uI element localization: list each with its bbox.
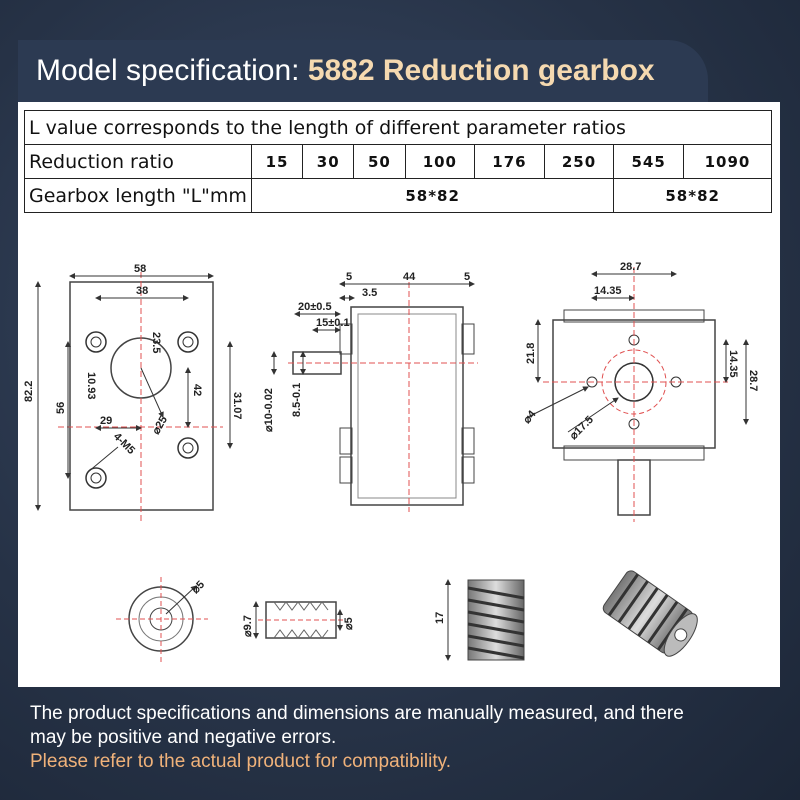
dim-label: 5 [346, 271, 352, 283]
note-line-3: Please refer to the actual product for c… [30, 751, 452, 772]
dim-label: 20±0.5 [298, 301, 332, 313]
dim-label: 5 [464, 271, 470, 283]
dim-label: 14.35 [727, 350, 739, 378]
mount-hole [177, 437, 199, 459]
note-line-2: may be positive and negative errors. [30, 727, 337, 748]
front-view [35, 272, 233, 522]
table-row: Gearbox length "L"mm 58*82 58*82 [24, 178, 772, 213]
ratio-cell: 1090 [682, 144, 773, 179]
title-prefix: Model specification: [36, 54, 308, 87]
gearbox-body [350, 306, 464, 506]
dim-label: 10.93 [85, 372, 97, 400]
dim-label: ⌀9.7 [242, 615, 254, 637]
mount-hole [85, 467, 107, 489]
dim-label: 31.07 [231, 392, 243, 420]
dim-label: ⌀5 [190, 579, 208, 597]
dim-label: ⌀4 [521, 408, 539, 426]
dim-label: 23.5 [150, 332, 162, 353]
dim-label: 14.35 [594, 285, 622, 297]
table-header: L value corresponds to the length of dif… [24, 110, 772, 145]
mount-hole [85, 331, 107, 353]
table-row: Reduction ratio 15 30 50 100 176 250 545… [24, 144, 773, 179]
dim-label: 28.7 [747, 370, 759, 391]
dim-label: 82.2 [23, 381, 35, 402]
dim-label: 15±0.1 [316, 317, 350, 329]
dim-label: ⌀5 [343, 617, 355, 630]
worm-render [445, 579, 525, 661]
ratio-cell: 250 [543, 144, 615, 179]
dim-label: 56 [55, 402, 67, 414]
table-row: L value corresponds to the length of dif… [24, 110, 772, 145]
length-cell-b: 58*82 [613, 178, 772, 213]
length-label: Gearbox length "L"mm [24, 178, 252, 213]
dim-label: ⌀10-0.02 [263, 388, 275, 432]
note-line-1: The product specifications and dimension… [30, 703, 684, 724]
mount-hole [177, 331, 199, 353]
page-title: Model specification: 5882 Reduction gear… [36, 54, 655, 88]
dim-label: 3.5 [362, 287, 377, 299]
dim-label: 8.5-0.1 [291, 383, 303, 417]
ratio-cell: 545 [613, 144, 684, 179]
dim-label: 28.7 [620, 261, 641, 273]
dim-label: 42 [191, 384, 203, 396]
worm-drawing [253, 601, 344, 639]
dim-label: 44 [403, 271, 416, 283]
dim-label: 38 [136, 285, 148, 297]
title-banner [18, 40, 708, 108]
dim-label: 58 [134, 263, 146, 275]
dim-label: 21.8 [525, 343, 537, 364]
ratio-cell: 100 [404, 144, 476, 179]
ratio-cell: 15 [250, 144, 304, 179]
ratio-cell: 176 [474, 144, 545, 179]
dim-label: 29 [100, 415, 112, 427]
spec-table: L value corresponds to the length of dif… [24, 110, 773, 213]
ratio-cell: 50 [353, 144, 406, 179]
worm-iso-render [602, 570, 698, 657]
spec-panel: L value corresponds to the length of dif… [18, 102, 780, 687]
title-model: 5882 Reduction gearbox [307, 54, 655, 87]
dim-label: 17 [434, 612, 446, 624]
coupling-part [116, 577, 208, 662]
length-cell-a: 58*82 [250, 178, 615, 213]
back-view [527, 267, 749, 522]
side-view [271, 281, 478, 512]
technical-drawing: 58 38 82.2 56 23.5 10.93 29 42 31.07 ⌀25… [23, 261, 759, 662]
